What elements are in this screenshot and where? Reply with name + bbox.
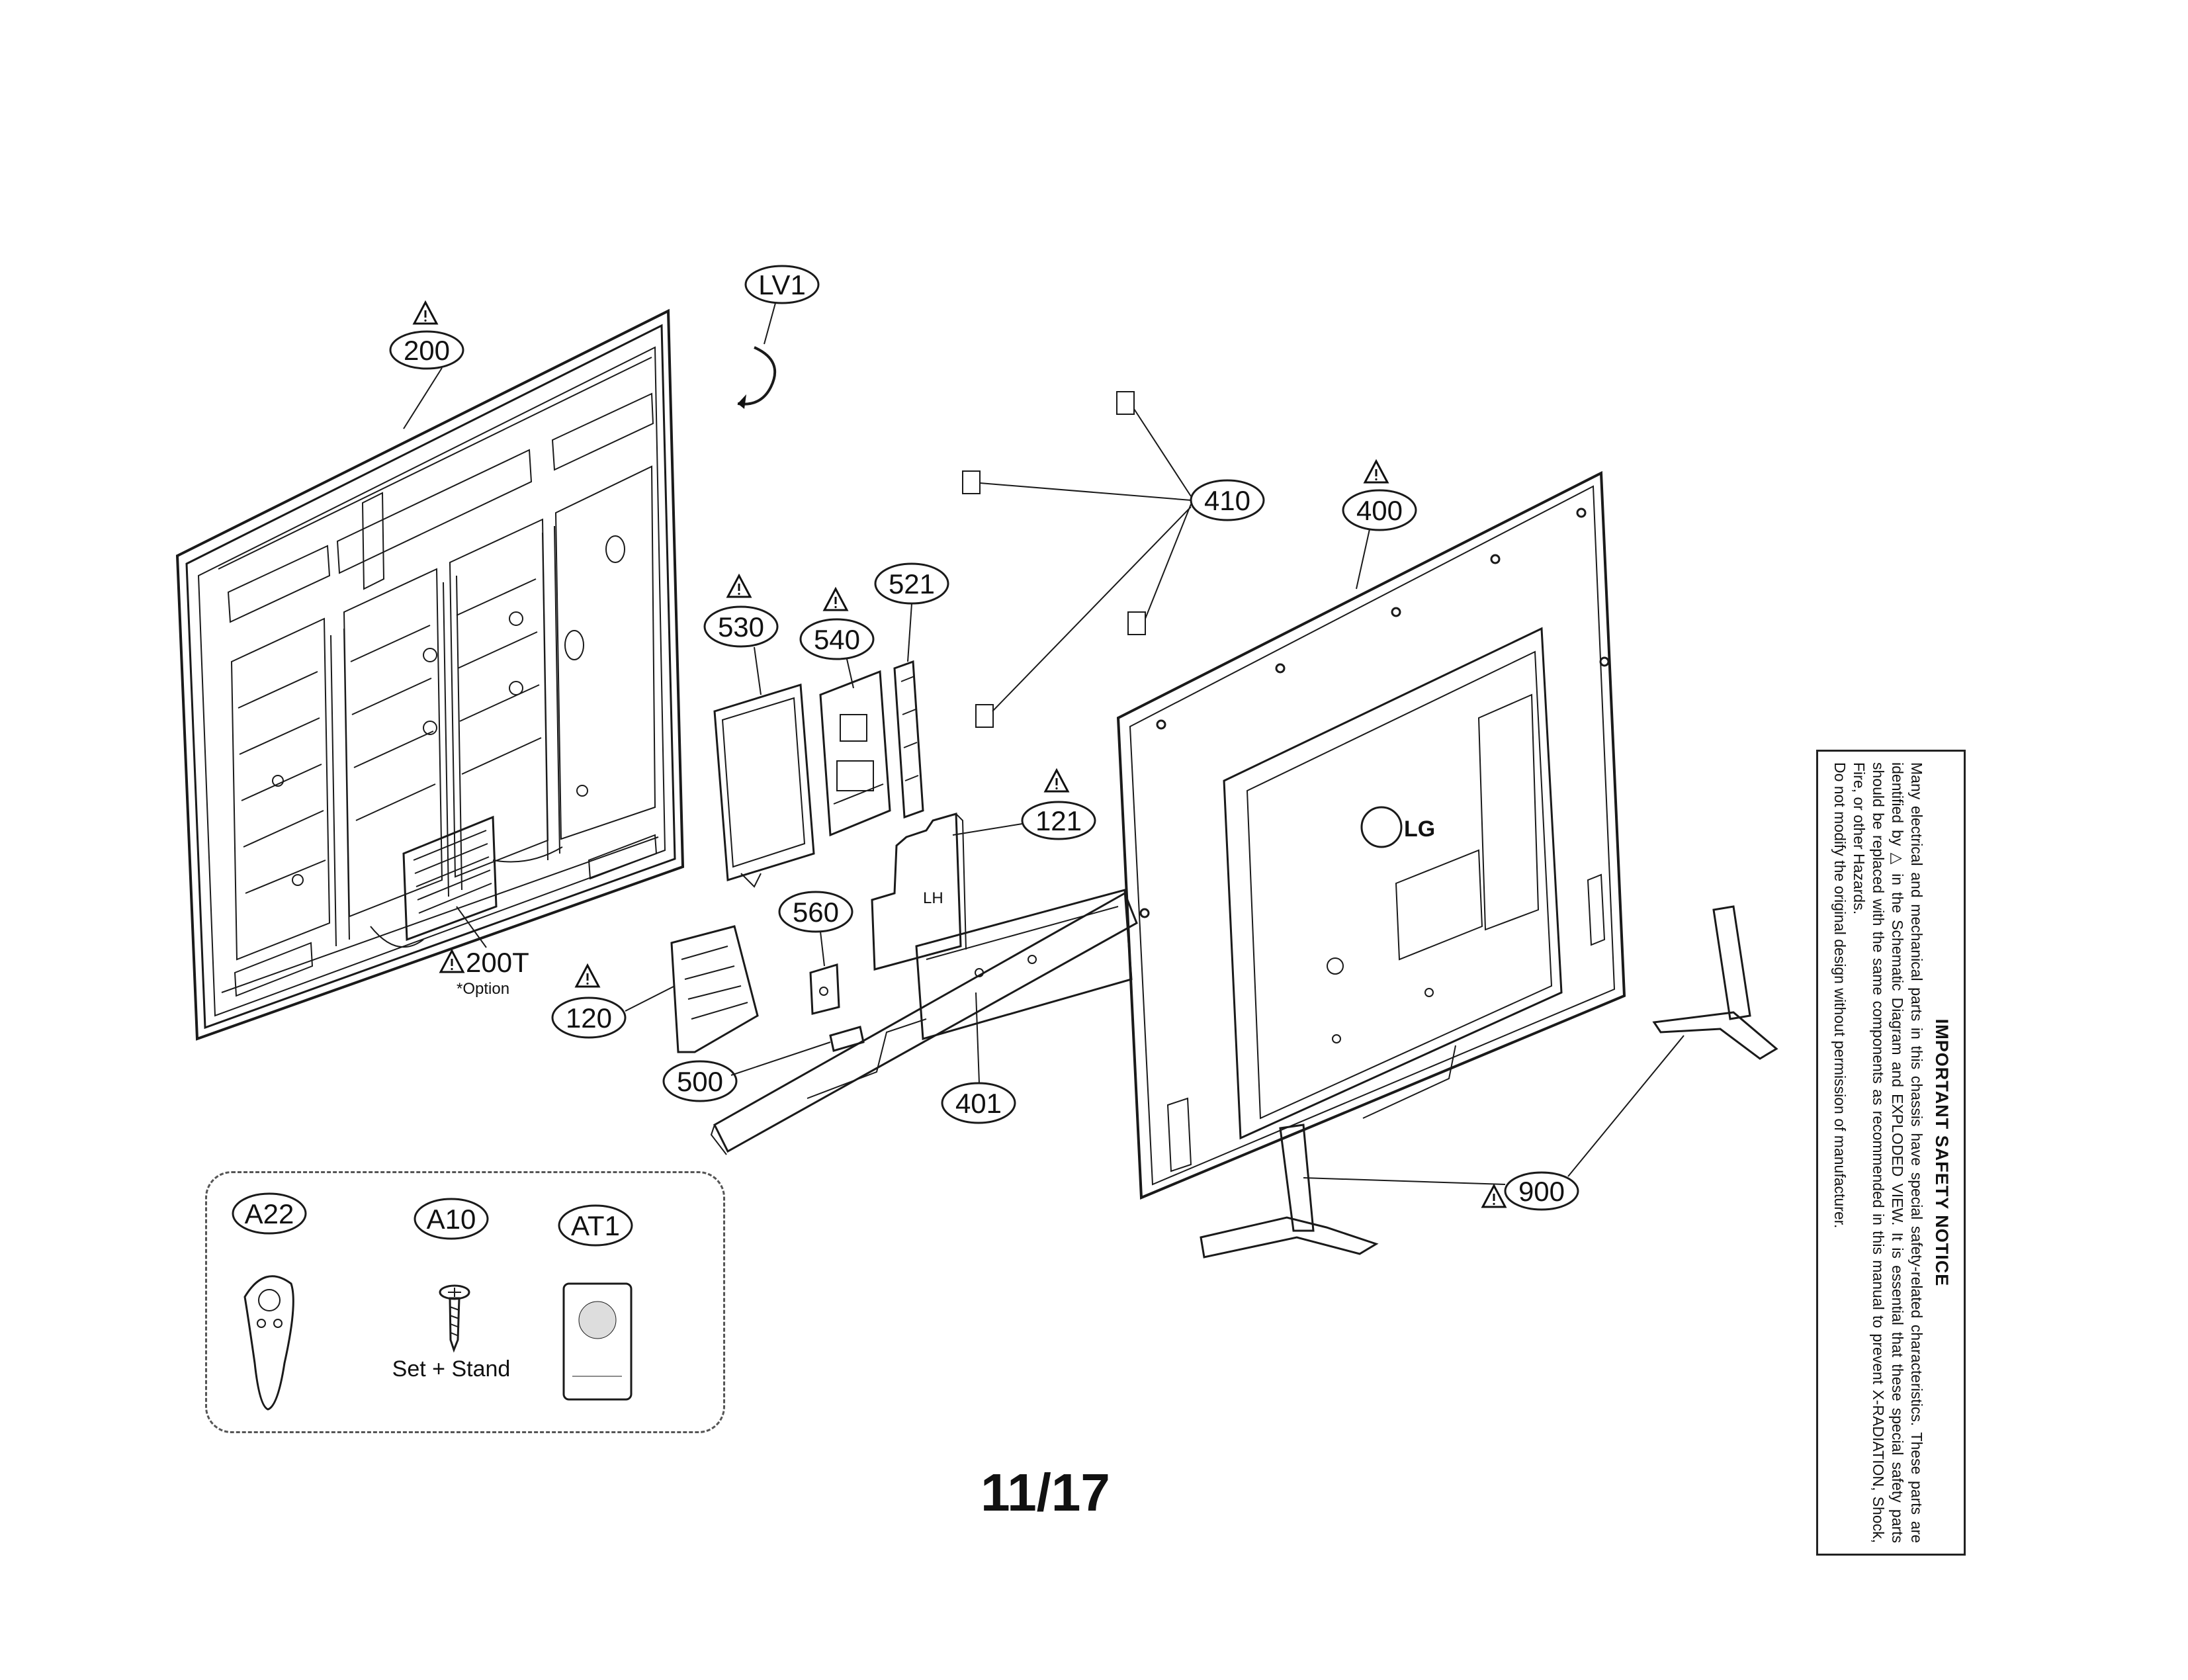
callout-500: 500 (677, 1066, 723, 1097)
lv1-ribbon-cable-icon (737, 346, 777, 406)
safety-notice-title: IMPORTANT SAFETY NOTICE (1932, 1018, 1952, 1287)
option-note: *Option (457, 980, 509, 998)
callout-200: 200 (404, 335, 450, 366)
callout-a22: A22 (245, 1198, 294, 1229)
callout-120: 120 (566, 1002, 612, 1034)
lcd-panel-module (175, 308, 685, 1041)
callout-521: 521 (889, 568, 935, 599)
callout-401: 401 (955, 1088, 1002, 1119)
front-button-board (829, 1026, 865, 1052)
callout-200t: 200T (466, 947, 529, 978)
callout-400: 400 (1356, 495, 1403, 526)
accessories-box (205, 1171, 725, 1433)
main-board (819, 670, 891, 837)
callout-560: 560 (793, 897, 839, 928)
callout-540: 540 (814, 624, 860, 655)
safety-notice-body: Many electrical and mechanical parts in … (1831, 762, 1925, 1544)
page-number: 11/17 (981, 1463, 1110, 1522)
safety-notice: IMPORTANT SAFETY NOTICE Many electrical … (1816, 750, 1966, 1556)
callout-lv1: LV1 (758, 269, 806, 300)
callout-at1: AT1 (571, 1210, 620, 1241)
ir-sensor-board (809, 963, 840, 1015)
callout-a10: A10 (427, 1204, 476, 1235)
callout-900: 900 (1518, 1176, 1565, 1207)
screw-clips (962, 391, 1146, 728)
manual-card-icon (562, 1282, 633, 1401)
back-cover: LG (1116, 470, 1626, 1200)
stand-feet (1200, 905, 1778, 1259)
side-io-board (893, 660, 924, 819)
warning-triangle-icon: △ (1889, 852, 1906, 867)
bracket-label: LH (923, 889, 943, 907)
brand-logo: LG (1404, 817, 1435, 842)
screw-icon (439, 1284, 470, 1353)
callout-410: 410 (1204, 485, 1250, 516)
callout-530: 530 (718, 611, 764, 642)
bottom-frame-cover (710, 889, 1138, 1155)
set-stand-label: Set + Stand (392, 1356, 511, 1382)
speaker-assembly (670, 925, 759, 1053)
magic-remote-icon (243, 1275, 294, 1411)
callout-121: 121 (1035, 805, 1082, 836)
power-supply-board (713, 684, 815, 888)
